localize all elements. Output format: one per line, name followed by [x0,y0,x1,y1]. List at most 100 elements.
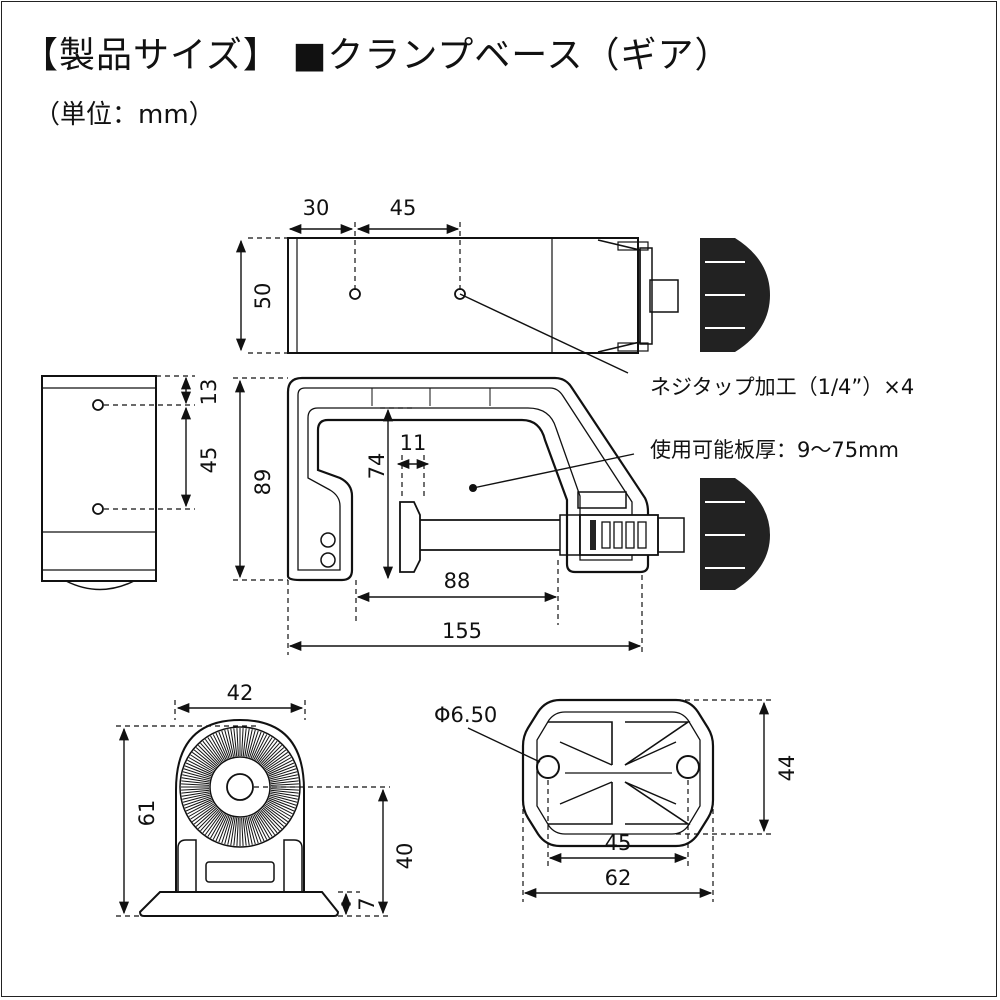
gear-tooth [193,749,217,768]
gear-tooth [181,777,210,783]
gear-tooth [181,791,210,797]
gear-tooth [260,742,280,765]
dim-gear-height: 61 [135,800,159,827]
gear-tooth [207,812,224,837]
gear-tooth [267,800,293,815]
gear-tooth [188,802,214,817]
gear-tooth [202,810,221,834]
thickness-callout: 使用可能板厚：9〜75mm [650,438,899,462]
gear-tooth [227,817,235,845]
gear-tooth [182,794,211,803]
gear-tooth [266,757,292,772]
gear-tooth [233,728,238,757]
gear-tooth [269,771,298,780]
gear-tooth [193,806,217,825]
gear-tooth [227,729,235,757]
gear-teeth [181,728,299,846]
gear-tooth [256,737,273,762]
gear-tooth [252,732,265,759]
gear-tooth [215,815,228,842]
dim-span: 88 [444,569,471,593]
gear-tooth [261,744,283,766]
gear-tooth [236,728,239,757]
gear-tooth [181,783,210,786]
gear-tooth [181,780,210,785]
clamp-frame [286,376,650,582]
gear-tooth [195,747,218,767]
gear-tooth [218,815,230,843]
gear-tooth [212,814,227,840]
dim-top-height: 50 [251,283,275,310]
gear-tooth [249,816,259,844]
dim-pad: 11 [400,431,427,455]
gear-tooth [270,780,299,785]
page-title: 【製品サイズ】 ■クランプベース（ギア） [22,35,732,76]
gear-tooth [270,789,299,794]
gear-tooth [191,751,216,770]
gear-base [138,891,340,917]
gear-tooth [245,817,253,845]
gear-tooth [204,811,223,836]
gear-tooth [264,751,289,770]
gear-tooth [270,774,298,782]
gear-tooth [255,813,270,839]
gear-tooth [184,797,212,809]
gear-tooth [269,796,297,806]
gear-tooth [268,765,296,777]
gear-tooth [224,729,233,758]
dim-gear-width: 42 [227,681,254,705]
gear-tooth [241,728,244,757]
dim-gear-center-height: 40 [393,843,417,870]
clamp-pad [399,501,421,573]
dim-front-height: 89 [251,469,275,496]
gear-tooth [265,754,290,771]
gear-tooth [242,728,247,757]
gear-tooth [195,807,218,827]
gear-tooth [270,777,299,783]
gear-tooth [263,749,287,768]
gear-tooth [252,815,265,842]
dim-top-width-a: 30 [303,196,330,220]
dim-jaw-depth: 74 [365,453,389,480]
gear-tooth [269,768,297,778]
gear-tooth [233,817,238,846]
gear-tooth [182,771,211,780]
gear-tooth [245,729,253,757]
gear-tooth [255,735,270,761]
gear-tooth [263,806,287,825]
gear-tooth [187,800,213,815]
gear-view: 42 61 40 7 [116,681,417,917]
gear-tooth [197,744,219,766]
gear-tooth [221,730,231,758]
gear-tooth [269,794,298,803]
gear-tooth [270,783,299,786]
gear-tooth [270,792,298,800]
gear-tooth [207,737,224,762]
gear-tooth [259,740,278,764]
base-plate-outline [521,698,715,848]
gear-tooth [250,731,262,759]
gear-tooth [212,734,227,760]
gear-tooth [241,817,244,846]
gear-tooth [200,809,220,832]
gear-tooth [210,813,225,839]
side-view-body [41,375,157,582]
gear-tooth [249,730,259,758]
gear-tooth [202,740,221,764]
gear-tooth [188,757,214,772]
gear-tooth [253,814,268,840]
mount-hole [536,755,560,779]
gear-tooth [230,728,236,757]
dim-gear-base: 7 [355,897,379,910]
dim-side-top-gap: 13 [197,379,221,406]
gear-tooth [265,803,290,820]
gear-tooth [184,765,212,777]
dim-hole-spacing: 45 [605,831,632,855]
gear-tooth [256,812,273,837]
gear-tooth [270,791,299,797]
dim-side-hole-spacing: 45 [197,447,221,474]
gear-tooth [221,816,231,844]
